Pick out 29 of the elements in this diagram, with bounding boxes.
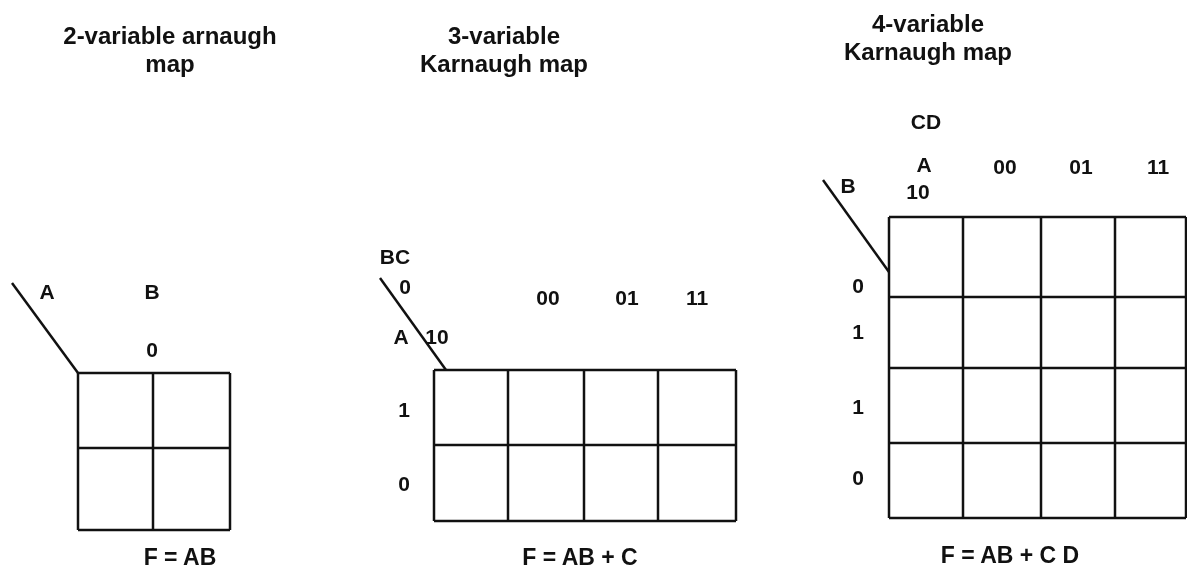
bit-value-label: 10: [425, 324, 449, 350]
variable-label: B: [144, 279, 160, 305]
variable-label: BC: [379, 244, 411, 270]
map-heading: 3-variable Karnaugh map: [419, 22, 589, 78]
map-heading: 4-variable Karnaugh map: [843, 10, 1013, 66]
variable-label: CD: [910, 109, 942, 135]
bit-value-label: 00: [993, 154, 1017, 180]
boolean-expression: F = AB + C D: [940, 541, 1080, 569]
boolean-expression: F = AB + C: [522, 543, 638, 571]
variable-label: B: [840, 173, 856, 199]
bit-value-label: 0: [852, 465, 864, 491]
bit-value-label: 1: [852, 319, 864, 345]
map-heading: 2-variable arnaugh map: [62, 22, 278, 78]
bit-value-label: 0: [399, 274, 411, 300]
bit-value-label: 1: [852, 394, 864, 420]
bit-value-label: 11: [685, 285, 709, 311]
boolean-expression: F = AB: [143, 543, 217, 571]
bit-value-label: 0: [146, 337, 158, 363]
variable-label: A: [916, 152, 932, 178]
bit-value-label: 01: [615, 285, 639, 311]
bit-value-label: 1: [398, 397, 410, 423]
bit-value-label: 01: [1069, 154, 1093, 180]
bit-value-label: 10: [906, 179, 930, 205]
bit-value-label: 11: [1146, 154, 1170, 180]
variable-label: A: [393, 324, 409, 350]
bit-value-label: 0: [852, 273, 864, 299]
bit-value-label: 00: [536, 285, 560, 311]
bit-value-label: 0: [398, 471, 410, 497]
variable-label: A: [39, 279, 55, 305]
